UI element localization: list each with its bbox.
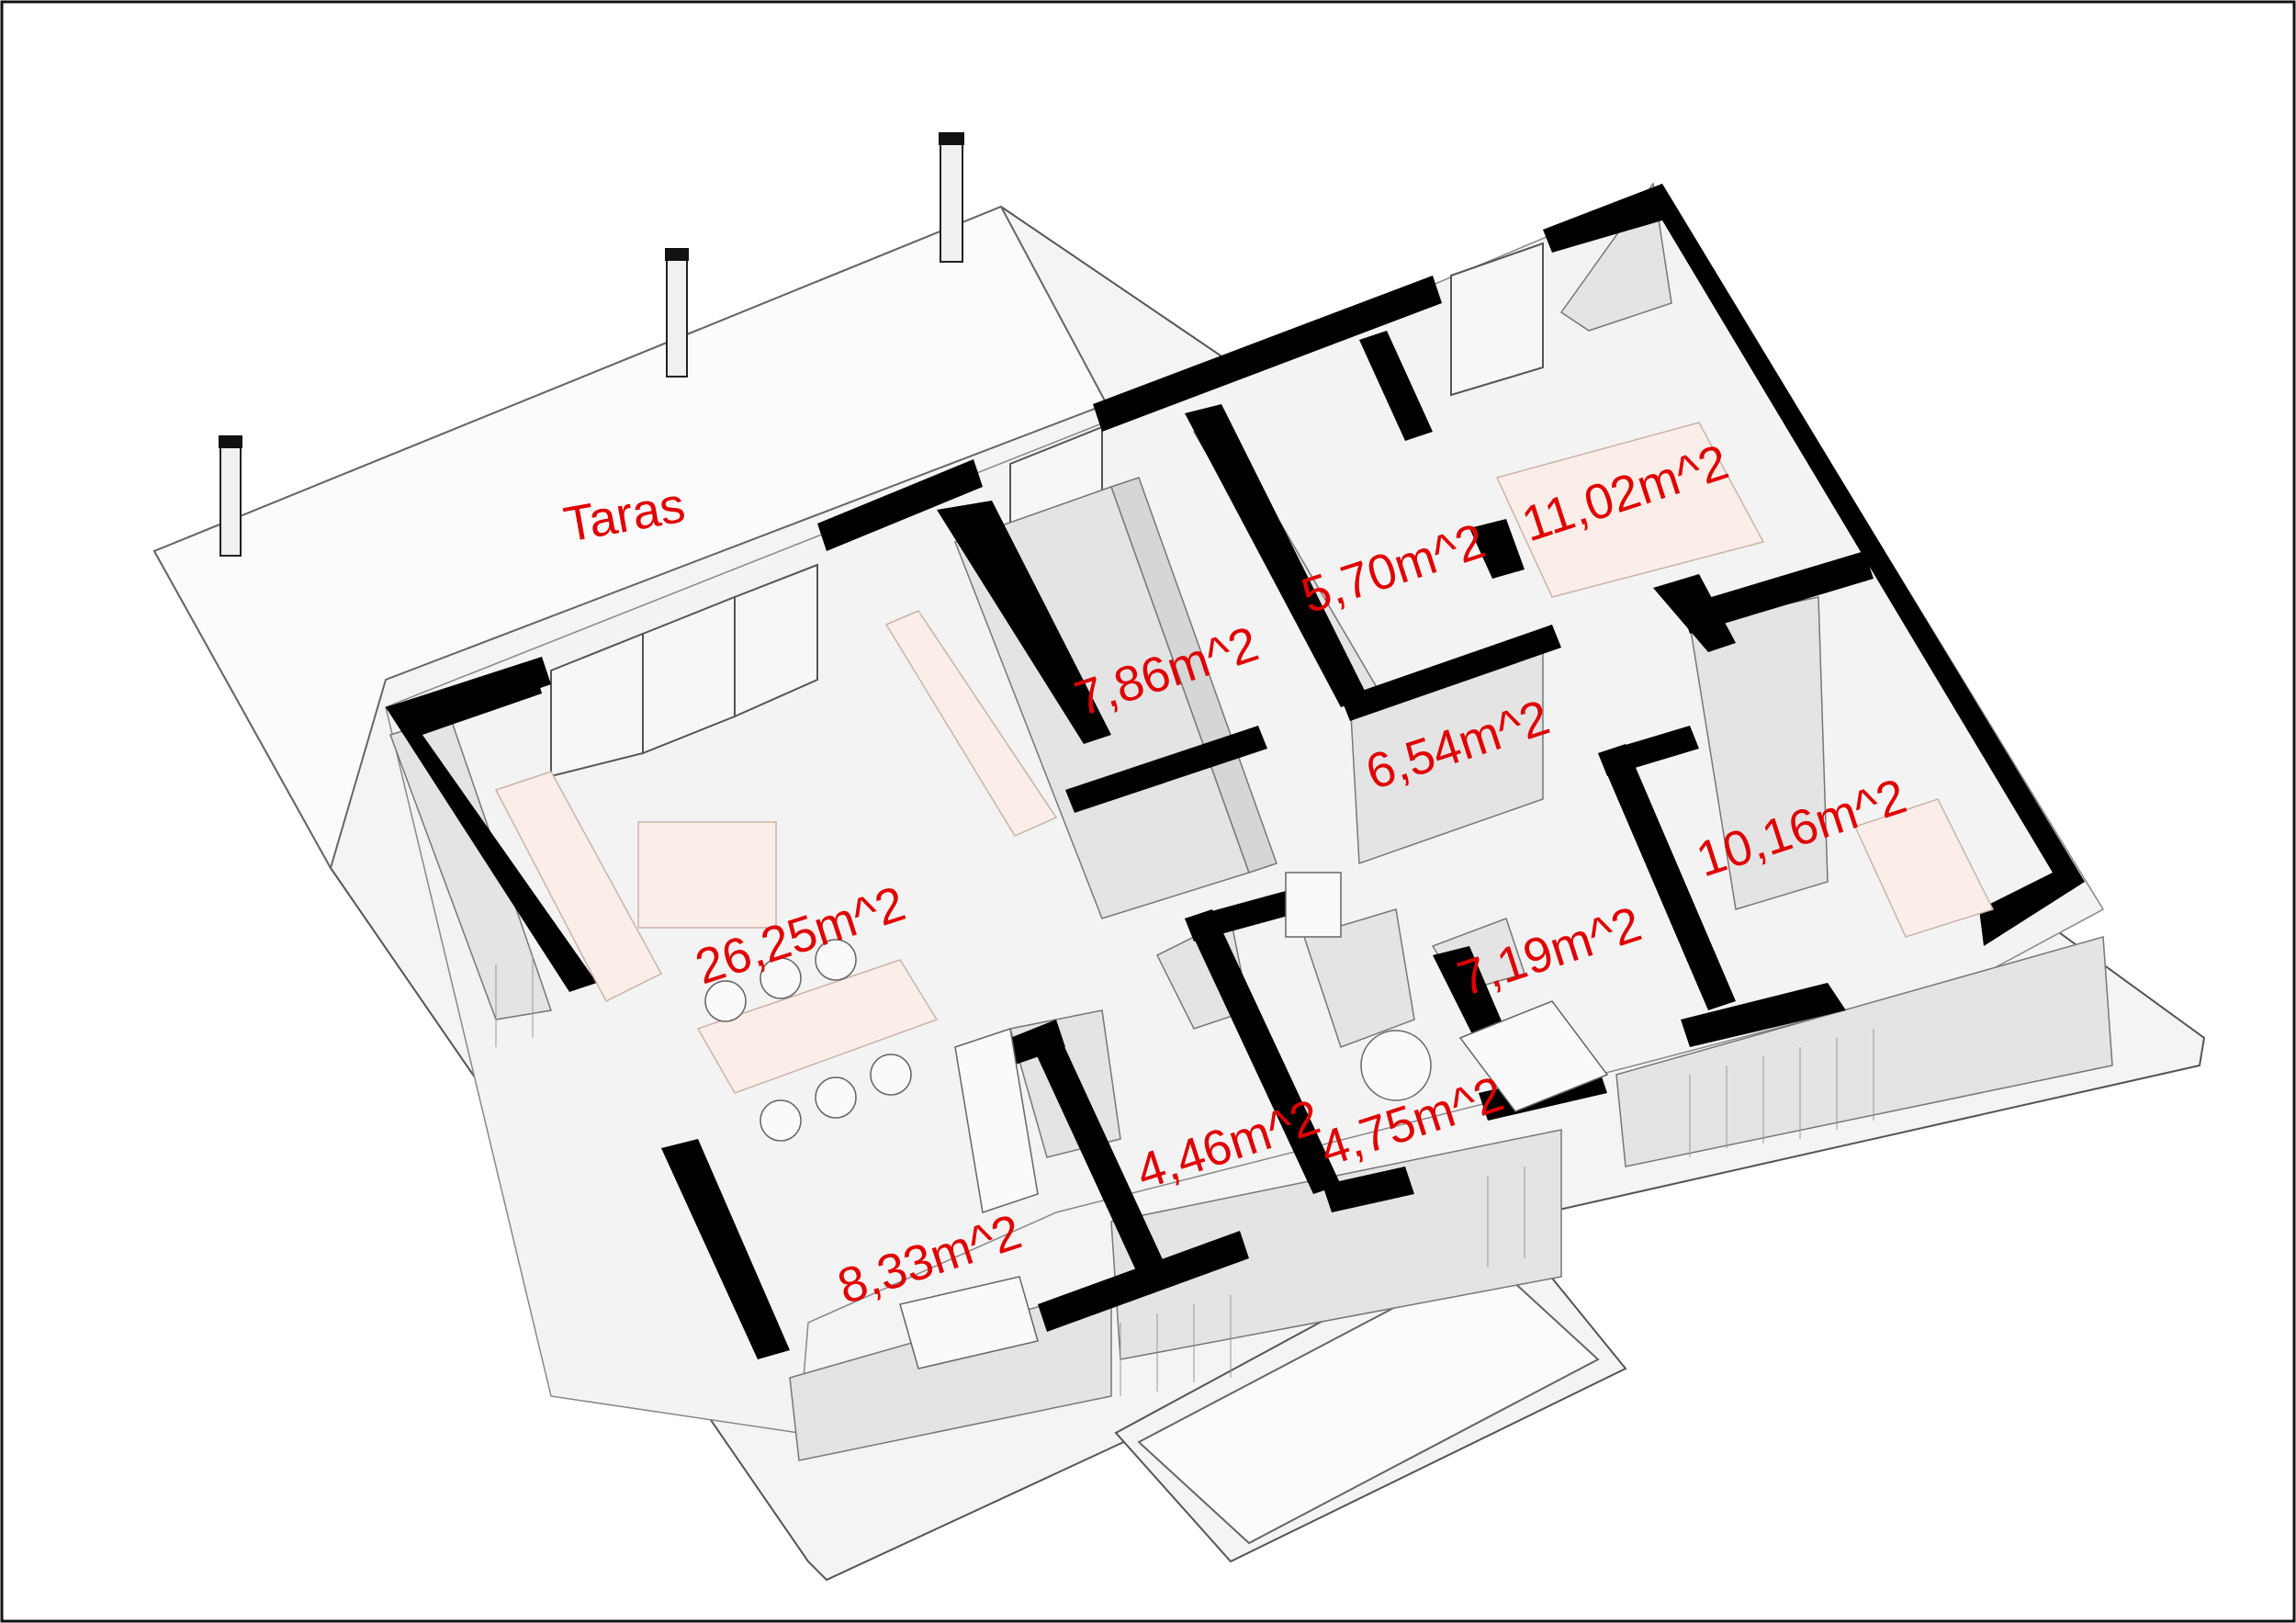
tv-cabinet (884, 610, 1058, 837)
fridge (954, 1028, 1039, 1213)
south-facade-mid (1110, 1129, 1562, 1360)
dining-chairs (704, 939, 912, 1142)
terrace-deck (152, 205, 1109, 871)
south-facade-right (1615, 936, 2113, 1167)
cut-walls (386, 184, 2085, 1359)
terrace-posts (219, 132, 964, 557)
sofa (494, 771, 663, 1003)
washing-machine (1360, 1030, 1432, 1101)
single-bed (1853, 798, 1995, 938)
double-bed (1495, 422, 1765, 598)
kitchen-counter (899, 1276, 1039, 1369)
furniture (494, 422, 1995, 1369)
bathtub (1458, 1000, 1609, 1112)
dining-table (696, 959, 939, 1094)
terrace-windows (550, 242, 1544, 778)
facade-cladding (495, 955, 1874, 1396)
coffee-table (637, 821, 777, 929)
stove (1285, 872, 1342, 938)
entrance-landing (1137, 1257, 1600, 1545)
